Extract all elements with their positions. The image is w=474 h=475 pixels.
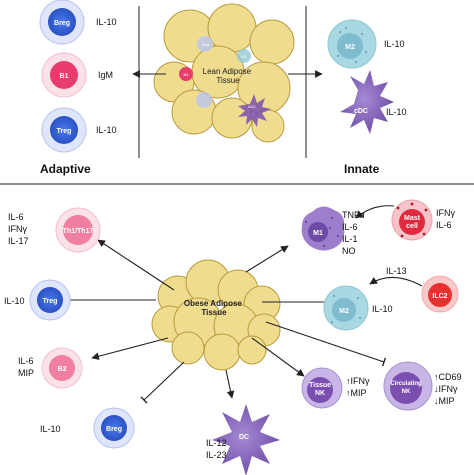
lean-mini-b1: B1 (179, 67, 193, 81)
lean-tissue-label: Lean Adipose Tissue (203, 67, 254, 85)
obese-breg-cytokine: IL-10 (40, 424, 61, 434)
lean-treg-cell: Treg (41, 107, 87, 153)
obese-tissue-nk-cytokine-1: ↑IFNγ (346, 376, 370, 386)
obese-treg-cytokine: IL-10 (4, 296, 25, 306)
obese-m2-cytokine: IL-10 (372, 304, 393, 314)
obese-th-cell: Th1/Th17 (55, 207, 101, 253)
svg-text:B1: B1 (184, 72, 190, 77)
obese-treg-label: Treg (43, 298, 58, 305)
lean-b1-cell: B1 (41, 52, 87, 98)
obese-circ-nk-cytokine-1: ↑CD69 (434, 372, 462, 382)
lean-treg-label: Treg (57, 128, 72, 135)
obese-circ-nk-cytokine-2: ↓IFNγ (434, 384, 458, 394)
obese-m2-label: M2 (339, 308, 349, 315)
obese-arrow-tissue-nk (251, 337, 305, 377)
innate-title: Innate (344, 162, 380, 176)
lean-breg-label: Breg (54, 20, 70, 27)
lean-mini-cdc: cDC (238, 94, 271, 127)
lean-cdc-cytokine: IL-10 (386, 107, 407, 117)
lean-mini-treg: Treg (197, 36, 213, 52)
obese-adipose-tissue: Obese Adipose Tissue (151, 259, 281, 371)
obese-m2-cell: M2 (323, 285, 369, 331)
obese-m1-cytokine-2: IL-6 (342, 222, 358, 232)
obese-m1-cytokine-4: NO (342, 246, 356, 256)
obese-dc-label: DC (239, 434, 249, 441)
lean-breg-cell: Breg (39, 0, 85, 45)
lean-mini-m2: M2 (237, 49, 251, 63)
obese-m1-label: M1 (313, 230, 323, 237)
obese-arrow-th (97, 239, 175, 291)
lean-breg-cytokine: IL-10 (96, 17, 117, 27)
ilc2-to-m2-arrow (369, 276, 423, 287)
svg-text:cDC: cDC (248, 104, 256, 109)
svg-text:M2: M2 (241, 54, 247, 59)
obese-arrow-dc (225, 369, 235, 399)
mast-to-m1-arrow (355, 205, 395, 219)
obese-th-label: Th1/Th17 (63, 228, 94, 235)
lean-m2-cell: M2 (327, 19, 377, 69)
obese-tissue-label: Obese Adipose Tissue (184, 299, 244, 317)
obese-circ-nk-cytokine-3: ↓MIP (434, 396, 455, 406)
obese-breg-label: Breg (106, 426, 122, 433)
lean-adipose-tissue: Lean Adipose Tissue (153, 3, 295, 143)
obese-b2-cytokine-1: IL-6 (18, 356, 34, 366)
obese-arrow-b2 (91, 337, 169, 360)
lean-mini-treg-2 (196, 92, 212, 108)
obese-mast-cytokine-2: IL-6 (436, 220, 452, 230)
lean-b1-cytokine: IgM (98, 70, 113, 80)
obese-m1-cell: M1 (301, 206, 345, 251)
obese-b2-label: B2 (58, 366, 67, 373)
obese-ilc2-cell: ILC2 (421, 275, 459, 313)
obese-inhibit-breg (140, 361, 185, 404)
obese-m1-cytokine-3: IL-1 (342, 234, 358, 244)
obese-inhibit-circ-nk (265, 321, 387, 367)
adaptive-title: Adaptive (40, 162, 91, 176)
obese-th-cytokine-1: IL-6 (8, 212, 24, 222)
lean-cdc-label: cDC (354, 108, 368, 115)
obese-b2-cell: B2 (41, 347, 83, 389)
obese-m1-cytokine-1: TNFα (342, 210, 365, 220)
lean-m2-cytokine: IL-10 (384, 39, 405, 49)
obese-b2-cytokine-2: MIP (18, 368, 34, 378)
lean-tissue-label-line2: Tissue (216, 76, 240, 85)
obese-th-cytokine-2: IFNγ (8, 224, 27, 234)
obese-breg-cell: Breg (93, 407, 135, 449)
lean-cdc-cell: cDC (340, 70, 394, 134)
obese-tissue-nk-cytokine-2: ↑MIP (346, 388, 367, 398)
obese-ilc2-label: ILC2 (432, 293, 447, 300)
obese-dc-cell: DC (212, 404, 280, 475)
lean-treg-cytokine: IL-10 (96, 125, 117, 135)
obese-arrow-m1 (245, 245, 289, 273)
lean-b1-label: B1 (60, 73, 69, 80)
obese-treg-cell: Treg (29, 279, 71, 321)
obese-tissue-label-line2: Tissue (201, 308, 227, 317)
obese-dc-cytokine-2: IL-23 (206, 450, 227, 460)
obese-th-cytokine-3: IL-17 (8, 236, 29, 246)
obese-dc-cytokine-1: IL-12 (206, 438, 227, 448)
obese-mast-cytokine-1: IFNγ (436, 208, 455, 218)
obese-ilc2-cytokine: IL-13 (386, 266, 407, 276)
lean-m2-label: M2 (345, 44, 355, 51)
svg-text:Treg: Treg (201, 42, 209, 47)
